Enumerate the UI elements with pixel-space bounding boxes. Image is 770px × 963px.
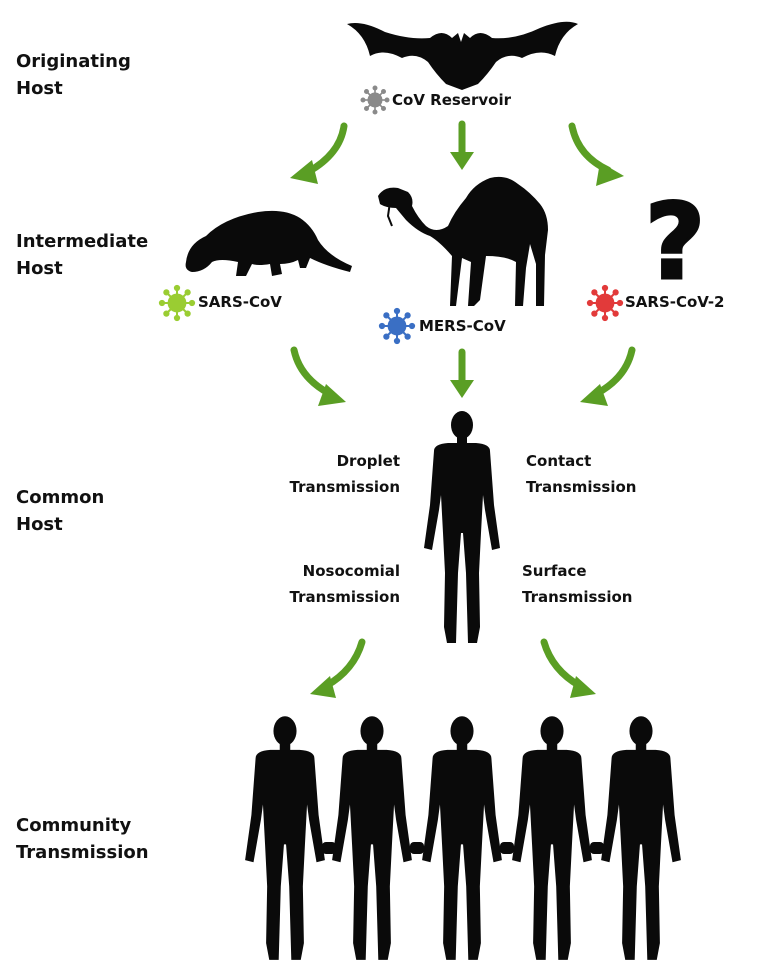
arrow-human-to-community-left xyxy=(310,638,366,698)
virus-label-cov-reservoir: CoV Reservoir xyxy=(392,91,511,109)
human-icon xyxy=(424,411,500,643)
virus-icon xyxy=(158,284,196,322)
community-humans xyxy=(245,716,681,960)
human-icon xyxy=(512,716,592,960)
human-icon xyxy=(332,716,412,960)
question-mark-icon: ? xyxy=(643,180,706,305)
human-icon xyxy=(601,716,681,960)
human-icon xyxy=(245,716,325,960)
arrow-bat-to-camel xyxy=(450,120,474,170)
arrow-pangolin-to-human xyxy=(290,346,346,406)
human-icon xyxy=(422,716,502,960)
arrow-human-to-community-right xyxy=(540,638,596,698)
arrow-camel-to-human xyxy=(450,348,474,398)
virus-label-sars-cov: SARS-CoV xyxy=(198,293,282,311)
arrow-bat-to-unknown xyxy=(568,122,624,186)
virus-label-mers-cov: MERS-CoV xyxy=(419,317,506,335)
camel-icon xyxy=(378,176,548,306)
virus-icon xyxy=(378,307,416,345)
svg-text:?: ? xyxy=(645,181,705,303)
virus-icon xyxy=(360,85,390,115)
bat-icon xyxy=(347,21,578,90)
arrow-bat-to-pangolin xyxy=(290,122,348,184)
flow-arrows xyxy=(290,120,636,698)
arrow-unknown-to-human xyxy=(580,346,636,406)
pangolin-icon xyxy=(185,210,352,276)
virus-icon xyxy=(586,284,624,322)
virus-label-sars-cov-2: SARS-CoV-2 xyxy=(625,293,725,311)
